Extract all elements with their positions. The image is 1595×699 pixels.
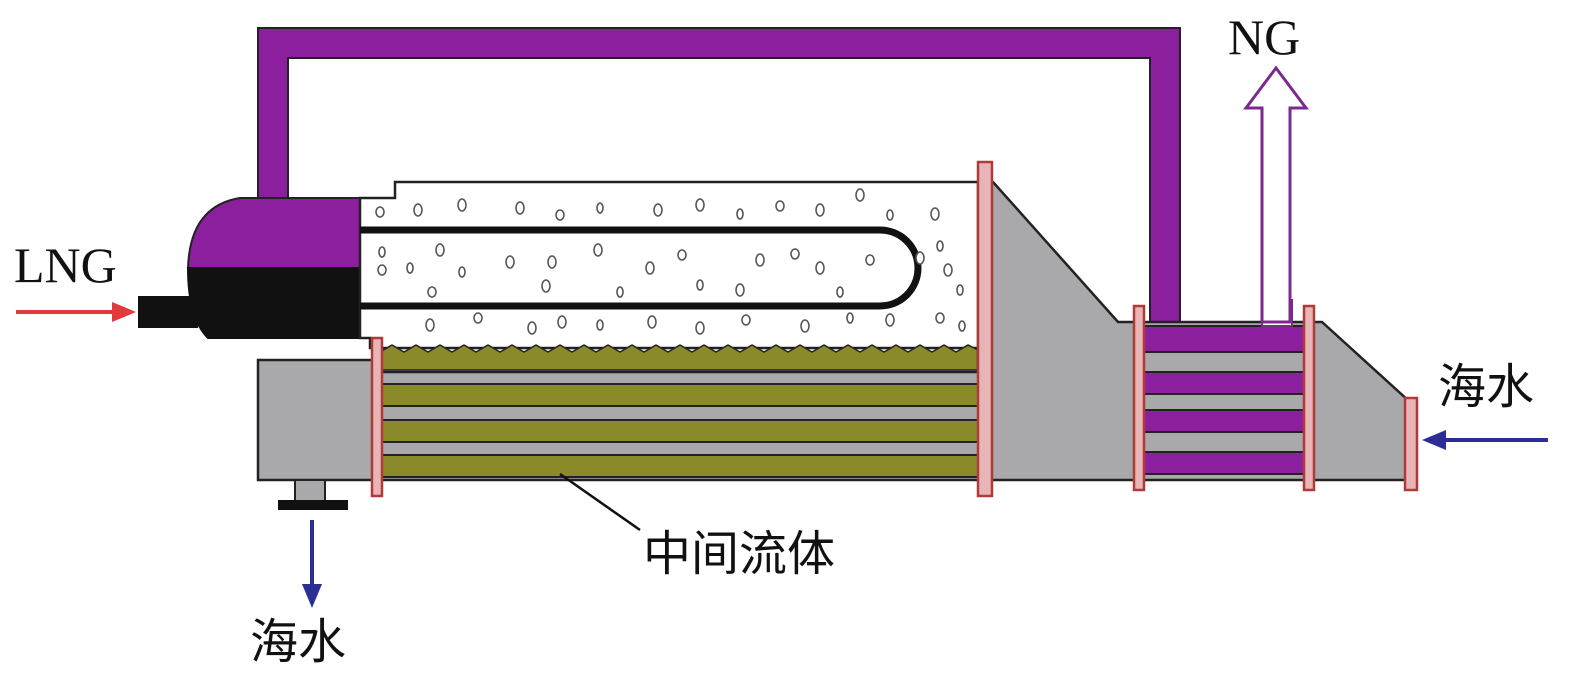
lng-inlet-arrow-icon — [16, 302, 136, 322]
seawater-outlet-nozzle — [278, 479, 348, 510]
ng-label: NG — [1228, 9, 1301, 65]
seawater-inlet-arrow-icon — [1422, 430, 1548, 450]
u-tube — [360, 226, 922, 310]
vapor-bubbles — [375, 188, 966, 335]
flanges — [370, 160, 1419, 498]
heating-tubes — [1139, 325, 1311, 475]
intermediate-fluid-tubes — [379, 383, 981, 478]
intermediate-fluid-leader — [559, 472, 641, 532]
lng-label: LNG — [14, 237, 117, 293]
intermediate-fluid-label: 中间流体 — [643, 526, 836, 582]
seawater-inlet-label: 海水 — [1438, 359, 1535, 415]
lng-inlet-nozzle — [138, 296, 198, 328]
seawater-outlet-arrow-icon — [302, 520, 322, 608]
lng-inlet-header — [138, 197, 361, 339]
intermediate-fluid-pool — [379, 344, 979, 371]
ng-outlet-arrow-icon — [1243, 65, 1309, 324]
seawater-outlet-label: 海水 — [250, 614, 347, 670]
